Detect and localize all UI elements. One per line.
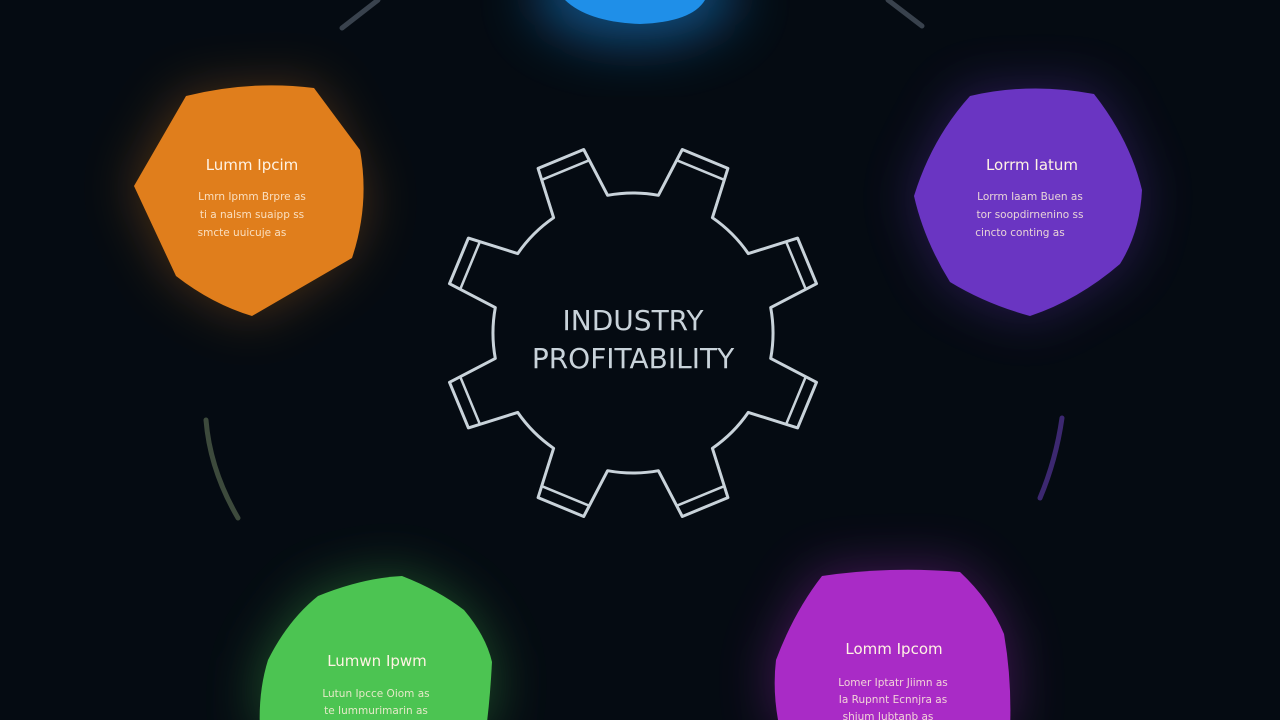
- node-bottom-right-body-line-3: shium Iubtanb as: [843, 711, 934, 720]
- node-bottom-right-shape: [774, 569, 1011, 720]
- node-top: [535, 0, 735, 41]
- node-left-title: Lumm Ipcim: [206, 156, 299, 174]
- node-bottom-left-body-line-2: te Iummurimarin as: [324, 705, 428, 717]
- node-bottom-right-body-line-2: Ia Rupnnt Ecnnjra as: [839, 694, 947, 706]
- gear-tooth-rim: [541, 485, 590, 507]
- node-top-shape: [565, 0, 705, 24]
- node-right: Lorrm Iatum Lorrm Iaam Buen as tor soopd…: [914, 88, 1142, 316]
- node-right-body-line-3: cincto conting as: [975, 227, 1064, 239]
- connector-arc-top-right: [885, 0, 925, 29]
- gear-icon: [448, 148, 818, 518]
- node-right-body-line-1: Lorrm Iaam Buen as: [977, 191, 1083, 203]
- gear-tooth-rim: [785, 376, 807, 425]
- node-left-body-line-3: smcte uuicuje as: [198, 227, 287, 239]
- node-bottom-left-body-line-1: Lutun Ipcce Oiom as: [322, 688, 429, 700]
- node-bottom-left: Lumwn Ipwm Lutun Ipcce Oiom as te Iummur…: [259, 576, 492, 720]
- central-gear: INDUSTRY PROFITABILITY: [448, 148, 818, 518]
- gear-tooth-rim: [676, 485, 725, 507]
- node-left: Lumm Ipcim Lmrn Ipmm Brpre as ti a nalsm…: [134, 85, 366, 316]
- connector-arc-right: [1037, 415, 1065, 501]
- center-title-line-1: INDUSTRY: [563, 304, 705, 337]
- gear-tooth-rim: [459, 241, 481, 290]
- connector-arc-top-left: [339, 0, 381, 31]
- node-left-body-line-2: ti a nalsm suaipp ss: [200, 209, 304, 221]
- node-right-title: Lorrm Iatum: [986, 156, 1078, 174]
- node-bottom-right-title: Lomm Ipcom: [845, 640, 942, 658]
- node-bottom-left-title: Lumwn Ipwm: [327, 652, 427, 670]
- node-right-body-line-2: tor soopdirnenino ss: [977, 209, 1084, 221]
- gear-tooth-rim: [541, 159, 590, 181]
- gear-tooth-rim: [676, 159, 725, 181]
- gear-tooth-rim: [459, 376, 481, 425]
- center-title-line-2: PROFITABILITY: [532, 342, 735, 375]
- gear-tooth-edges: [459, 159, 807, 507]
- connector-arc-left: [203, 417, 241, 521]
- node-bottom-right: Lomm Ipcom Lomer Iptatr Jiimn as Ia Rupn…: [774, 569, 1011, 720]
- node-right-shape: [914, 88, 1142, 316]
- node-bottom-right-body-line-1: Lomer Iptatr Jiimn as: [838, 677, 948, 689]
- node-bottom-left-shape: [259, 576, 492, 720]
- node-left-body-line-1: Lmrn Ipmm Brpre as: [198, 191, 306, 203]
- gear-tooth-rim: [785, 241, 807, 290]
- node-left-shape: [134, 85, 364, 316]
